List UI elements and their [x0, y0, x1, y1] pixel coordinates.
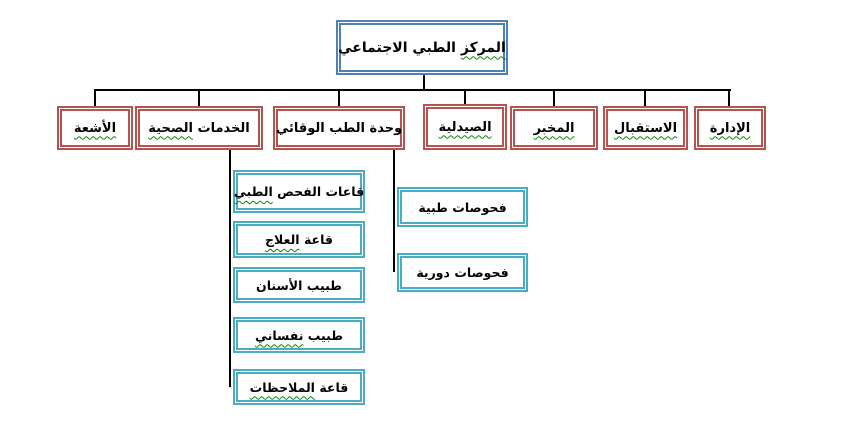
node-label: قاعات الفحص الطبي: [233, 184, 365, 199]
connector-drop-radiology: [94, 90, 96, 106]
connector-trunk: [94, 89, 731, 91]
node-periodic-checkups[interactable]: فحوصات دورية: [397, 253, 528, 292]
node-administration[interactable]: الإدارة: [694, 106, 766, 150]
connector-drop-preventive-unit: [338, 90, 340, 106]
node-label: قاعة الملاحظات: [249, 379, 349, 395]
node-treatment-room[interactable]: قاعة العلاج: [233, 221, 365, 258]
connector-root-stub: [423, 75, 425, 90]
node-observation-room[interactable]: قاعة الملاحظات: [233, 369, 365, 405]
node-label: الإدارة: [709, 120, 751, 136]
connector-drop-pharmacy: [464, 90, 466, 106]
node-label: الأشعة: [73, 120, 117, 136]
node-label: المركز الطبي الاجتماعي: [338, 39, 506, 56]
node-medical-exam-rooms[interactable]: قاعات الفحص الطبي: [233, 170, 365, 213]
connector-drop-reception: [644, 90, 646, 106]
node-label: المخبر: [533, 120, 575, 136]
node-dentist[interactable]: طبيب الأسنان: [233, 267, 365, 303]
node-label: فحوصات طبية: [418, 199, 507, 215]
connector-drop-health-services: [198, 90, 200, 106]
node-pharmacy[interactable]: الصيدلية: [423, 104, 507, 150]
node-label: قاعة العلاج: [265, 232, 333, 247]
node-label: طبيب نفساني: [254, 327, 344, 343]
node-medical-social-center[interactable]: المركز الطبي الاجتماعي: [336, 20, 508, 75]
node-laboratory[interactable]: المخبر: [510, 106, 598, 150]
node-label: وحدة الطب الوقائي: [275, 120, 403, 136]
node-label: الخدمات الصحية: [148, 120, 250, 136]
connector-column-preventive-unit: [393, 150, 395, 272]
node-label: فحوصات دورية: [416, 265, 509, 280]
node-label: طبيب الأسنان: [256, 277, 342, 293]
node-label: الاستقبال: [613, 120, 678, 136]
node-psychologist[interactable]: طبيب نفساني: [233, 317, 365, 353]
node-label: الصيدلية: [438, 119, 492, 135]
connector-column-health-services: [229, 150, 231, 387]
node-radiology[interactable]: الأشعة: [57, 106, 133, 150]
node-preventive-medicine-unit[interactable]: وحدة الطب الوقائي: [273, 106, 405, 150]
connector-drop-administration: [728, 90, 730, 106]
node-medical-checkups[interactable]: فحوصات طبية: [397, 187, 528, 227]
node-reception[interactable]: الاستقبال: [603, 106, 688, 150]
connector-drop-laboratory: [553, 90, 555, 106]
node-health-services[interactable]: الخدمات الصحية: [135, 106, 263, 150]
